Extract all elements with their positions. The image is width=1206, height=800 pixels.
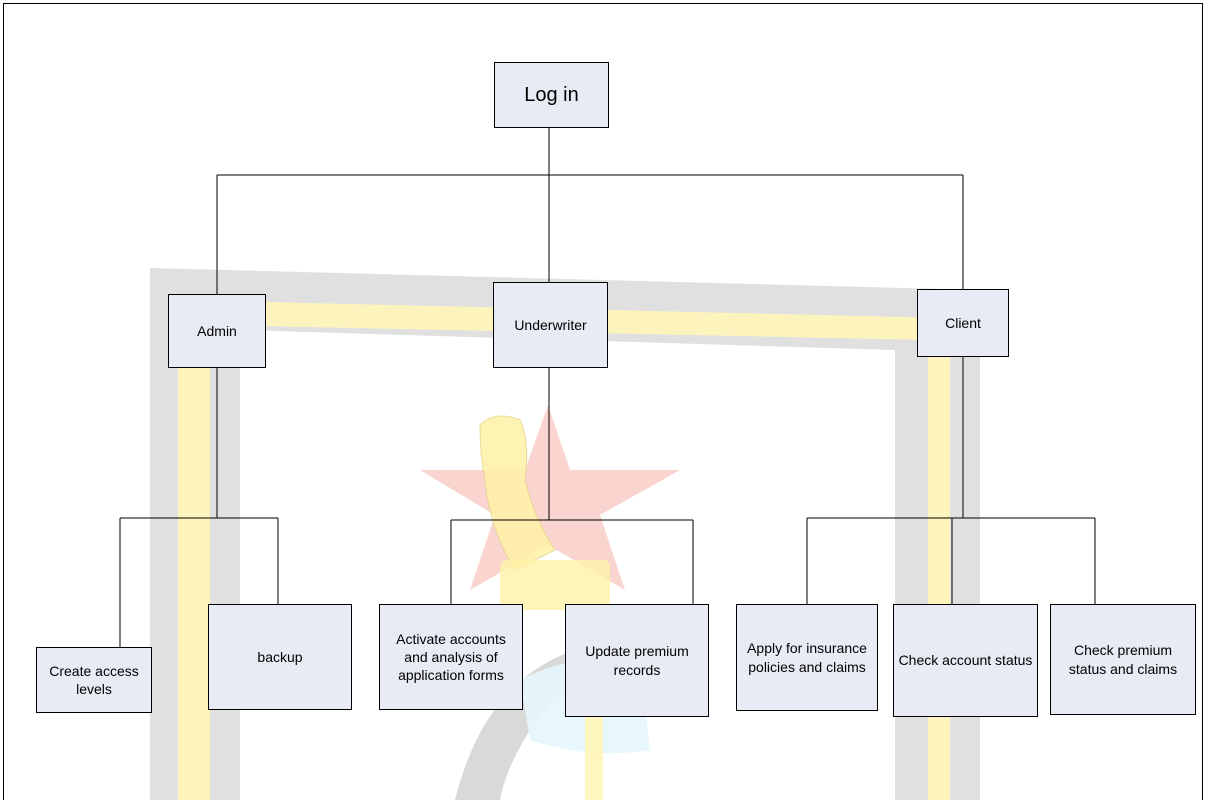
- watermark-star-icon: [420, 405, 680, 590]
- login-node: Log in: [494, 62, 609, 128]
- task-node-apply-insurance: Apply for insurance policies and claims: [736, 604, 878, 711]
- watermark-pole: [585, 700, 603, 800]
- task-node-label: Create access levels: [49, 662, 139, 697]
- task-node-label: Update premium records: [585, 643, 689, 678]
- login-node-label: Log in: [524, 84, 579, 106]
- task-node-label: Activate accounts and analysis of applic…: [396, 630, 506, 684]
- bird-emblem-icon: [479, 415, 556, 571]
- role-node-label: Admin: [197, 322, 237, 339]
- task-node-check-account-status: Check account status: [893, 604, 1038, 717]
- role-node-underwriter: Underwriter: [493, 282, 608, 368]
- bird-emblem-base: [500, 560, 610, 610]
- task-node-label: Check account status: [898, 652, 1033, 669]
- diagram-frame: [3, 3, 1203, 800]
- role-node-label: Underwriter: [514, 316, 587, 333]
- role-node-client: Client: [917, 289, 1009, 357]
- task-node-create-access-levels: Create access levels: [36, 647, 152, 713]
- task-node-activate-accounts: Activate accounts and analysis of applic…: [379, 604, 523, 710]
- task-node-label: Apply for insurance policies and claims: [747, 640, 867, 675]
- task-node-label: backup: [257, 648, 303, 665]
- task-node-check-premium-status: Check premium status and claims: [1050, 604, 1196, 715]
- task-node-backup: backup: [208, 604, 352, 710]
- task-node-update-premium-records: Update premium records: [565, 604, 709, 717]
- role-node-admin: Admin: [168, 294, 266, 368]
- role-node-label: Client: [945, 314, 981, 331]
- watermark-sweep: [455, 646, 630, 800]
- task-node-label: Check premium status and claims: [1068, 642, 1178, 677]
